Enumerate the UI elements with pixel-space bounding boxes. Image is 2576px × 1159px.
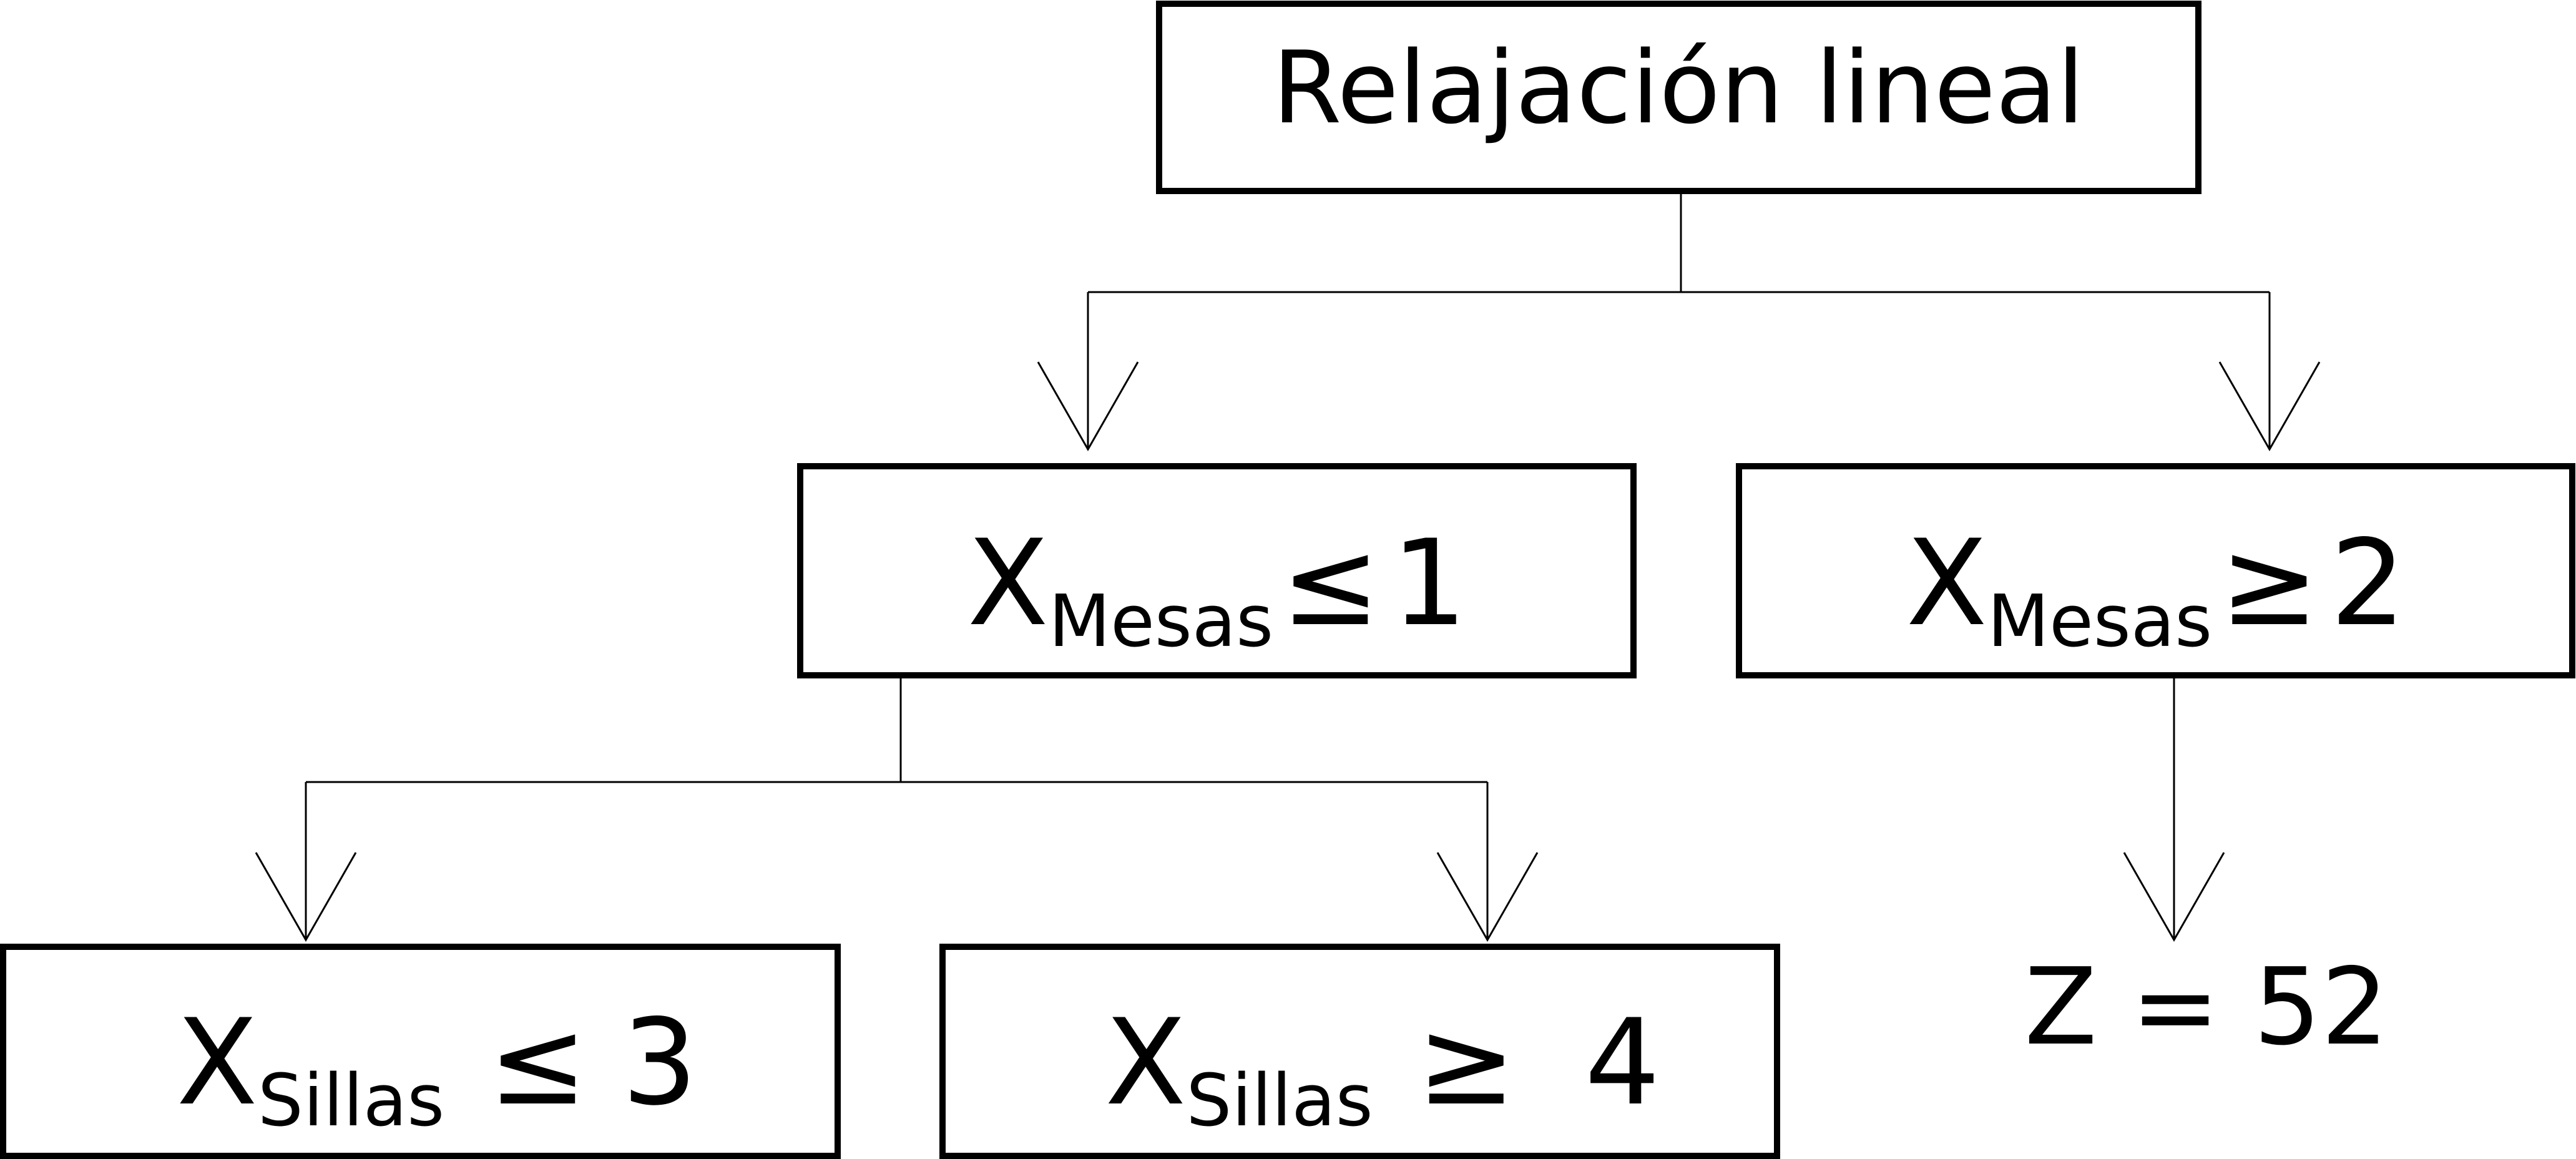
branch-node-sillas-ge-box	[939, 944, 1780, 1159]
inequality-operator: ≥	[2220, 514, 2319, 652]
root-connector	[1087, 193, 2271, 449]
variable-symbol: X	[177, 994, 258, 1132]
variable-symbol: X	[967, 514, 1049, 652]
arrowhead-left-branch	[1037, 361, 1139, 452]
bound-value: 3	[622, 994, 697, 1132]
left-branch-connector	[305, 677, 1489, 940]
branch-node-mesas-ge-label: XMesas≥2	[1906, 514, 2406, 663]
inequality-operator: ≤	[1281, 514, 1380, 652]
arrowhead-sillas-left	[255, 852, 357, 942]
branch-node-sillas-le: XSillas ≤3	[0, 944, 841, 1159]
branch-node-mesas-le-label: XMesas≤1	[967, 514, 1467, 663]
root-node: Relajación lineal	[1156, 1, 2201, 194]
arrowhead-right-branch	[2218, 361, 2321, 452]
branch-node-sillas-le-label: XSillas ≤3	[177, 994, 698, 1143]
bound-value: 2	[2330, 514, 2406, 652]
bound-value: 1	[1391, 514, 1467, 652]
variable-symbol: X	[1105, 994, 1186, 1132]
variable-subscript: Mesas	[1987, 580, 2212, 663]
connectors	[255, 193, 2321, 942]
root-node-label: Relajación lineal	[1272, 29, 2084, 146]
branch-node-sillas-le-box	[0, 944, 841, 1159]
branch-node-mesas-le-box	[797, 463, 1637, 678]
branch-node-sillas-ge: XSillas ≥4	[939, 944, 1780, 1159]
arrowhead-sillas-right	[1436, 852, 1539, 942]
branch-node-mesas-ge: XMesas≥2	[1736, 463, 2575, 678]
branch-node-mesas-le: XMesas≤1	[797, 463, 1637, 678]
branch-node-mesas-ge-box	[1736, 463, 2575, 678]
branch-node-sillas-ge-label: XSillas ≥4	[1105, 994, 1660, 1143]
inequality-operator: ≥	[1417, 994, 1516, 1132]
objective-result: Z = 52	[2024, 946, 2388, 1069]
arrowhead-result	[2123, 852, 2225, 942]
inequality-operator: ≤	[488, 994, 587, 1132]
variable-subscript: Sillas	[258, 1059, 444, 1143]
bound-value: 4	[1585, 994, 1660, 1132]
root-node-box	[1156, 1, 2201, 194]
variable-subscript: Sillas	[1186, 1059, 1373, 1143]
variable-subscript: Mesas	[1049, 580, 1273, 663]
variable-symbol: X	[1906, 514, 1987, 652]
